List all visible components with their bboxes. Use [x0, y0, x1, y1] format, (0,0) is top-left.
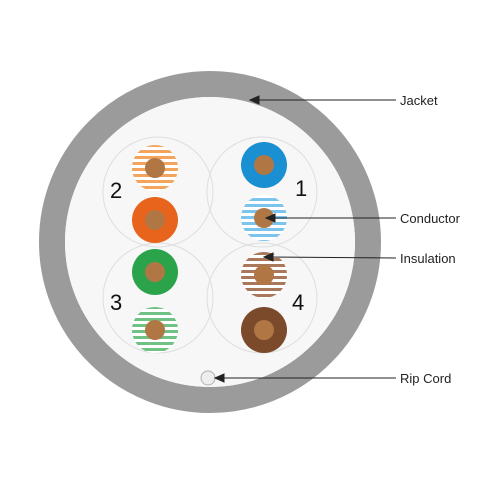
- callout-lines: [213, 95, 397, 383]
- pair-4-striped-conductor: [254, 265, 274, 285]
- conductor-arrowhead: [264, 213, 276, 223]
- insulation-label: Insulation: [400, 251, 456, 266]
- rip-cord-arrowhead: [213, 373, 225, 383]
- jacket-arrowhead: [248, 95, 260, 105]
- pair-2-solid-conductor: [145, 210, 165, 230]
- jacket-ring: [39, 71, 381, 413]
- pair-2-striped-conductor: [145, 158, 165, 178]
- pair-1-striped-conductor: [254, 208, 274, 228]
- pair-3-striped-conductor: [145, 320, 165, 340]
- pair-1-solid-conductor: [254, 155, 274, 175]
- pair-group-outline-2: [102, 136, 214, 248]
- pair-4-solid-conductor: [254, 320, 274, 340]
- pair-group-outline-1: [206, 136, 318, 248]
- pair-number-2: 2: [110, 178, 122, 203]
- rip-cord: [200, 370, 216, 386]
- insulation-callout-line: [267, 256, 397, 259]
- jacket-inner-fill: [65, 97, 355, 387]
- rip-cord-label: Rip Cord: [400, 371, 451, 386]
- conductor-label: Conductor: [400, 211, 461, 226]
- pair-number-3: 3: [110, 290, 122, 315]
- pair-number-1: 1: [295, 176, 307, 201]
- pair-3-solid-conductor: [145, 262, 165, 282]
- pair-group-outline-4: [206, 242, 318, 354]
- jacket-label: Jacket: [400, 93, 438, 108]
- pair-group-outline-3: [102, 242, 214, 354]
- insulation-arrowhead: [262, 252, 274, 262]
- pair-number-4: 4: [292, 290, 304, 315]
